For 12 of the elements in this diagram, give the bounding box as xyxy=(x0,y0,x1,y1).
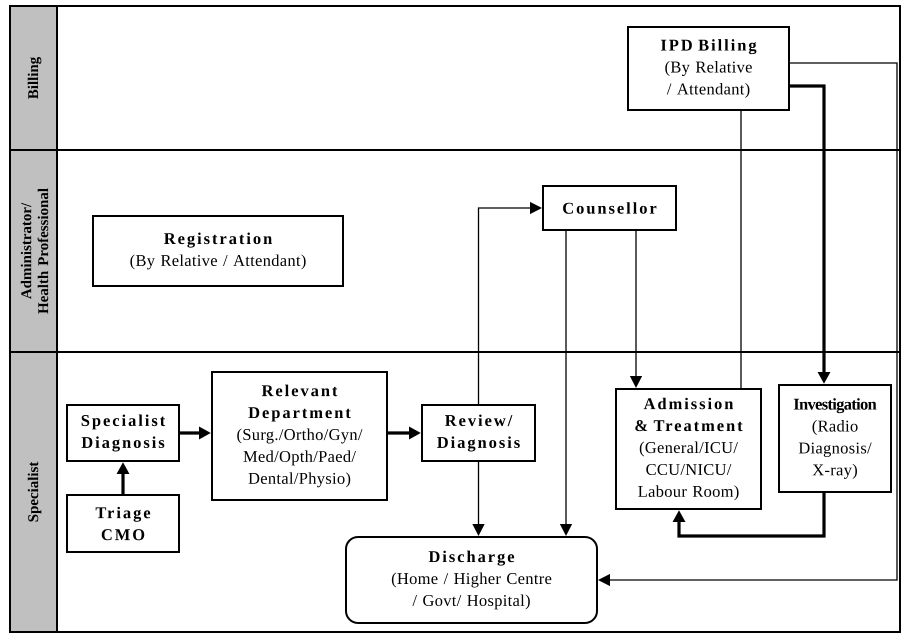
process-box: Admission & Treatment (General/ICU/ CCU/NICU/ Labour Room) xyxy=(615,388,762,510)
process-box: Counsellor xyxy=(542,185,677,231)
process-box: Relevant Department (Surg./Ortho/Gyn/ Med/Opth/Paed/ Dental/Physio) xyxy=(211,371,388,501)
arrow xyxy=(672,493,826,538)
process-box: Investigation (Radio Diagnosis/ X-ray) xyxy=(778,384,892,493)
process-box: Registration (By Relative / Attendant) xyxy=(92,215,344,287)
process-box: Review/ Diagnosis xyxy=(421,404,536,462)
terminal-box: Discharge (Home / Higher Centre / Govt/ Hospital) xyxy=(345,536,598,624)
process-box: IPD Billing (By Relative / Attendant) xyxy=(627,26,790,111)
process-box: Specialist Diagnosis xyxy=(66,404,180,462)
process-box: Triage CMO xyxy=(66,494,180,553)
connector-line xyxy=(740,111,742,388)
